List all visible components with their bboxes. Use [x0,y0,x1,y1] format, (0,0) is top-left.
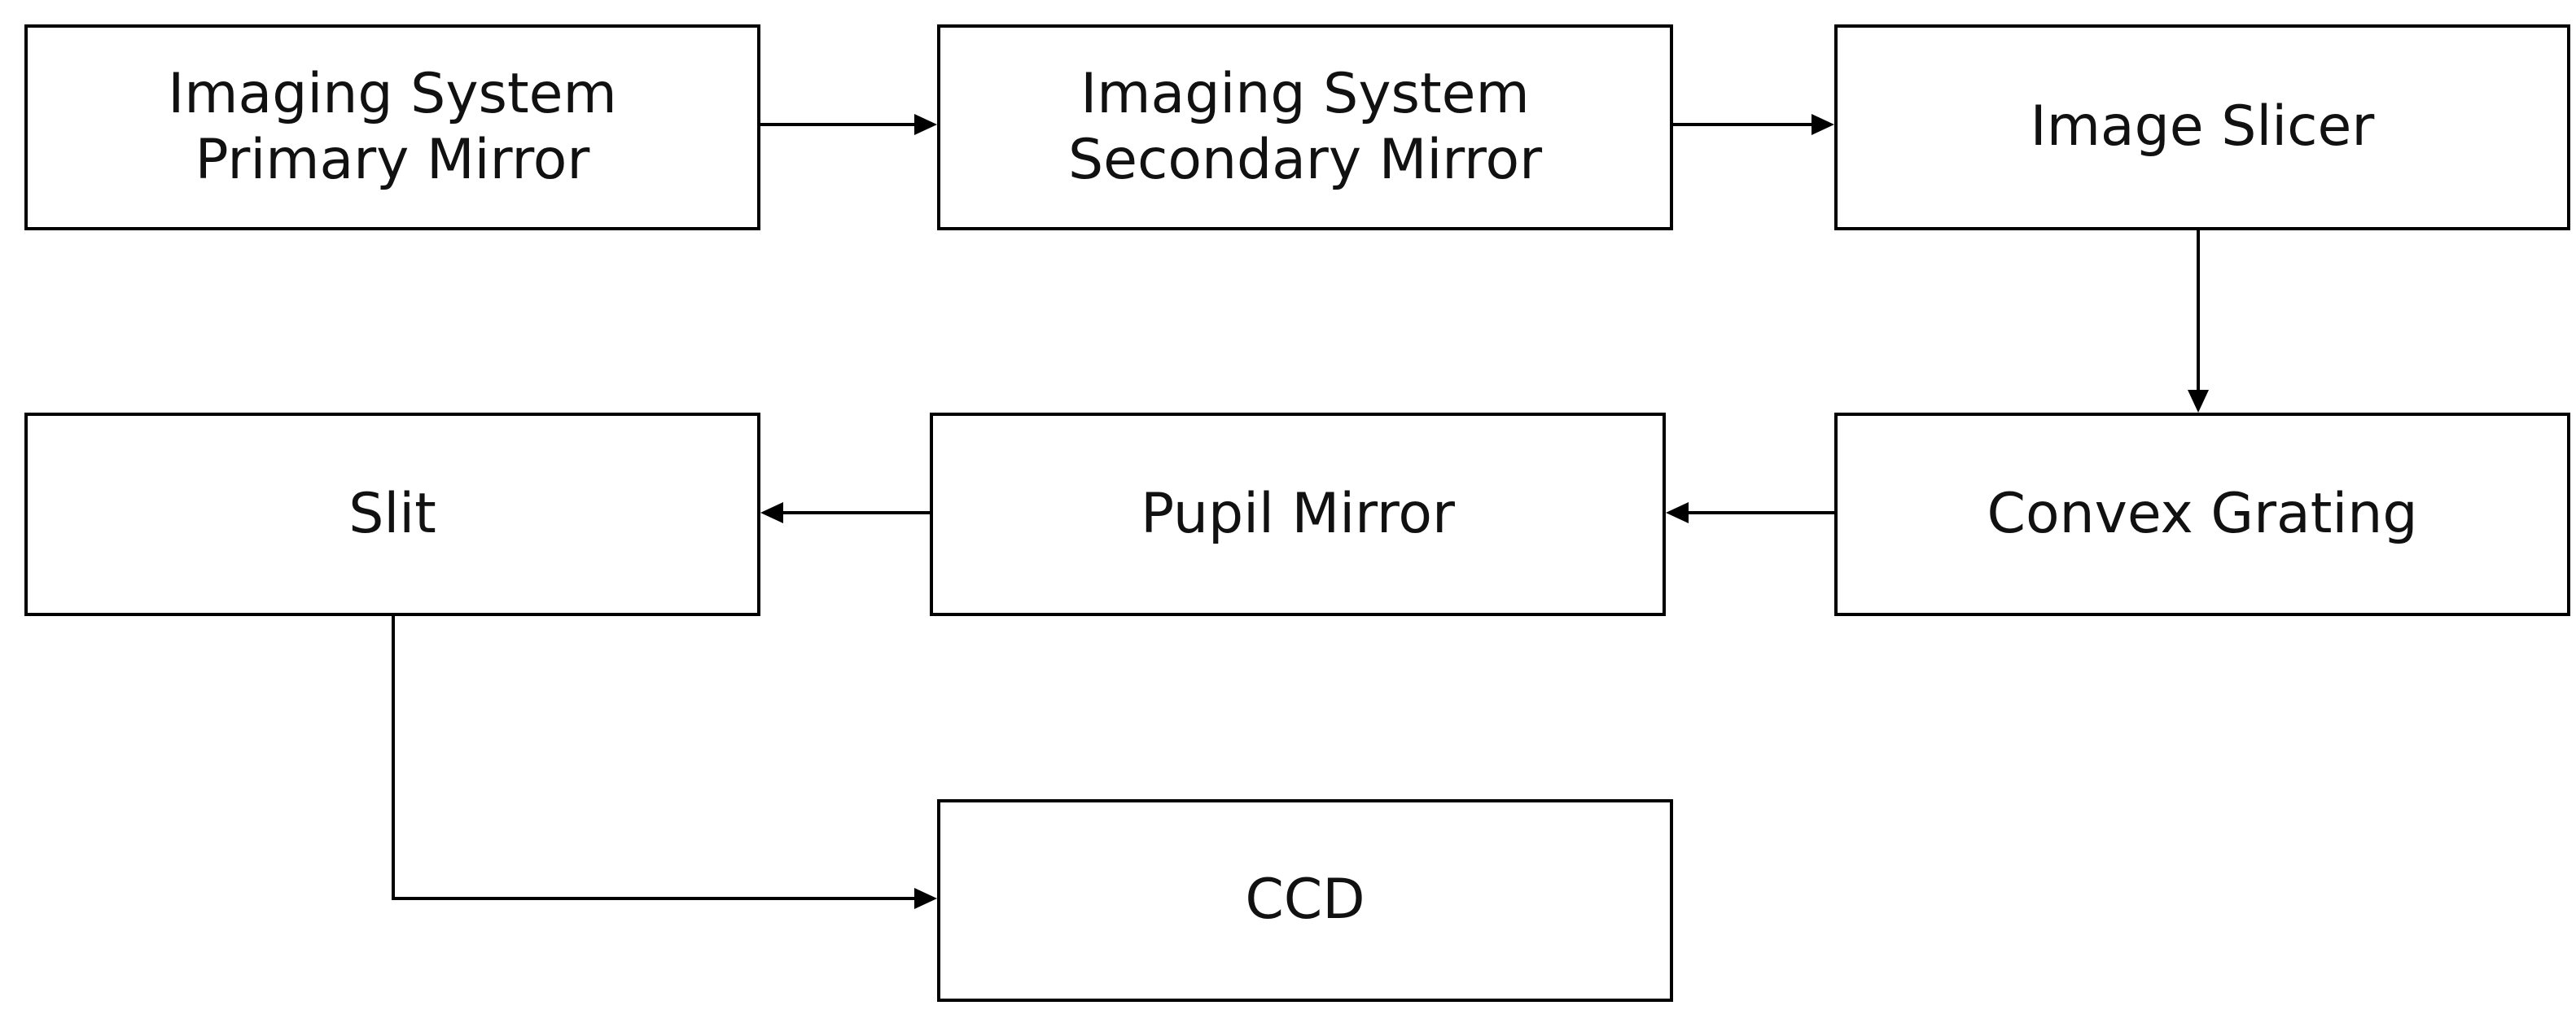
node-label: Imaging System Secondary Mirror [1067,62,1543,192]
node-ccd: CCD [937,799,1673,1002]
node-label: CCD [1245,868,1365,933]
arrowhead-slicer-to-convex [2188,390,2209,413]
node-image-slicer: Image Slicer [1834,24,2570,230]
arrowhead-primary-to-secondary [914,114,937,135]
arrowhead-pupil-to-slit [760,502,783,523]
node-label: Image Slicer [2030,94,2375,160]
node-label: Pupil Mirror [1141,481,1455,546]
edge-slit-to-ccd [392,616,916,900]
node-imaging-system-secondary-mirror: Imaging System Secondary Mirror [937,24,1673,230]
node-label: Slit [348,481,436,546]
node-slit: Slit [24,413,760,616]
node-label: Imaging System Primary Mirror [168,62,617,192]
node-label: Convex Grating [1987,481,2418,546]
arrowhead-slit-to-ccd [914,888,937,909]
arrowhead-secondary-to-slicer [1812,114,1834,135]
arrowhead-convex-to-pupil [1666,502,1689,523]
node-imaging-system-primary-mirror: Imaging System Primary Mirror [24,24,760,230]
node-pupil-mirror: Pupil Mirror [930,413,1666,616]
node-convex-grating: Convex Grating [1834,413,2570,616]
